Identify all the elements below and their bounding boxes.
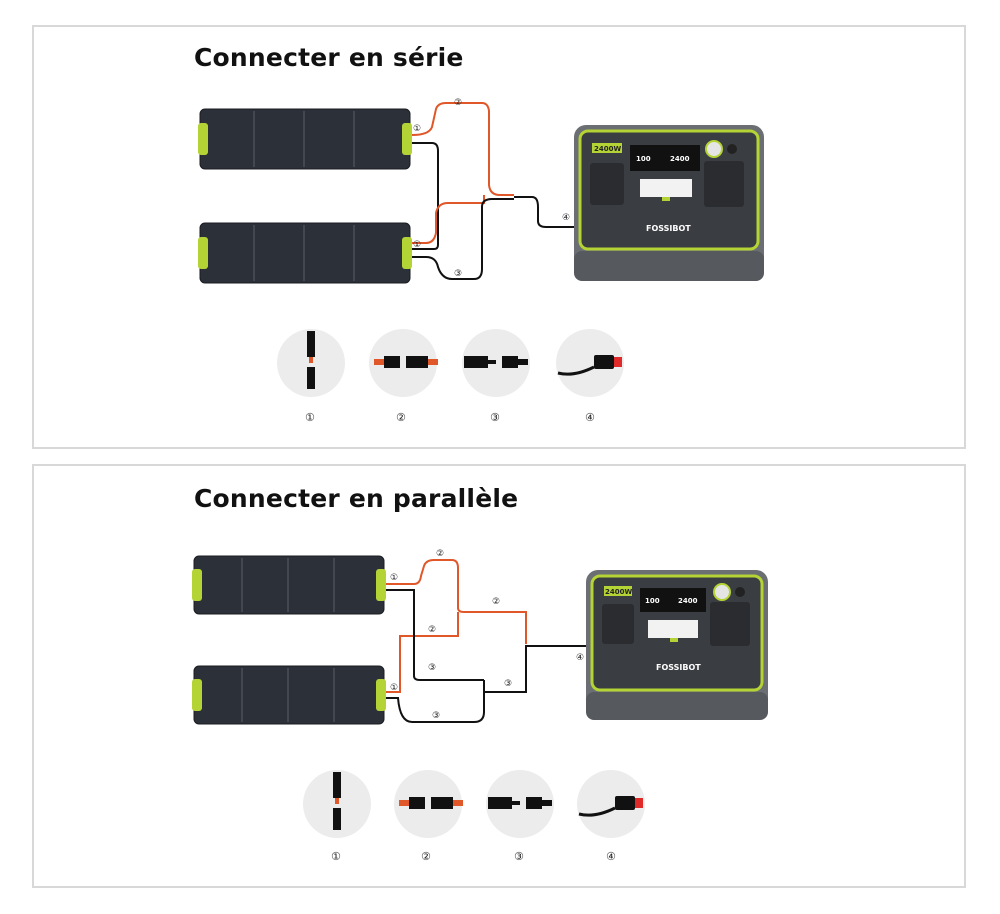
parallel-marker-3c: ③	[432, 711, 440, 721]
parallel-marker-1b: ①	[390, 683, 398, 693]
series-legend-2: ②	[396, 411, 406, 424]
series-capacity-badge: 2400W	[594, 145, 621, 153]
series-marker-2: ②	[454, 98, 462, 108]
parallel-marker-3b: ③	[504, 679, 512, 689]
series-panel: Connecter en série ①	[32, 25, 966, 449]
parallel-marker-2a: ②	[436, 549, 444, 559]
series-marker-4: ④	[562, 213, 570, 223]
series-screen-right: 2400	[670, 155, 690, 163]
series-diagram: ① ① ② ③ ④ 2400W 100 2400 FOSSIBOT	[198, 98, 764, 424]
parallel-title: Connecter en parallèle	[194, 484, 519, 513]
series-knob-icon	[705, 140, 723, 158]
parallel-legend-1: ①	[331, 850, 341, 863]
parallel-capacity-badge: 2400W	[605, 588, 632, 596]
parallel-marker-2b: ②	[492, 597, 500, 607]
parallel-screen-right: 2400	[678, 597, 698, 605]
series-marker-1b: ①	[413, 240, 421, 250]
parallel-marker-2c: ②	[428, 625, 436, 635]
parallel-panel: Connecter en parallèle	[32, 464, 966, 888]
series-legend-1: ①	[305, 411, 315, 424]
parallel-marker-3a: ③	[428, 663, 436, 673]
parallel-cables	[386, 559, 586, 723]
series-brand-logo: FOSSIBOT	[646, 224, 691, 233]
series-legend	[277, 329, 624, 397]
parallel-marker-4: ④	[576, 653, 584, 663]
solar-panel-bottom	[198, 222, 412, 284]
power-station-parallel: 2400W 100 2400 FOSSIBOT	[586, 570, 768, 720]
parallel-legend-4: ④	[606, 850, 616, 863]
parallel-diagram: ① ① ② ② ② ③ ③ ③ ④ 2400W 100 2400 FOSSIBO…	[192, 549, 768, 863]
parallel-solar-panel-bottom	[192, 665, 386, 725]
power-station-series: 2400W 100 2400 FOSSIBOT	[574, 125, 764, 281]
parallel-legend	[303, 770, 645, 838]
series-screen-left: 100	[636, 155, 651, 163]
solar-panel-top	[198, 108, 412, 170]
parallel-marker-1a: ①	[390, 573, 398, 583]
parallel-solar-panel-top	[192, 555, 386, 615]
parallel-screen-left: 100	[645, 597, 660, 605]
series-legend-4: ④	[585, 411, 595, 424]
series-title: Connecter en série	[194, 43, 464, 72]
series-legend-3: ③	[490, 411, 500, 424]
series-marker-1a: ①	[413, 124, 421, 134]
parallel-knob-icon	[713, 583, 731, 601]
parallel-legend-3: ③	[514, 850, 524, 863]
series-marker-3: ③	[454, 269, 462, 279]
parallel-legend-2: ②	[421, 850, 431, 863]
parallel-brand-logo: FOSSIBOT	[656, 663, 701, 672]
series-cables	[411, 102, 580, 280]
